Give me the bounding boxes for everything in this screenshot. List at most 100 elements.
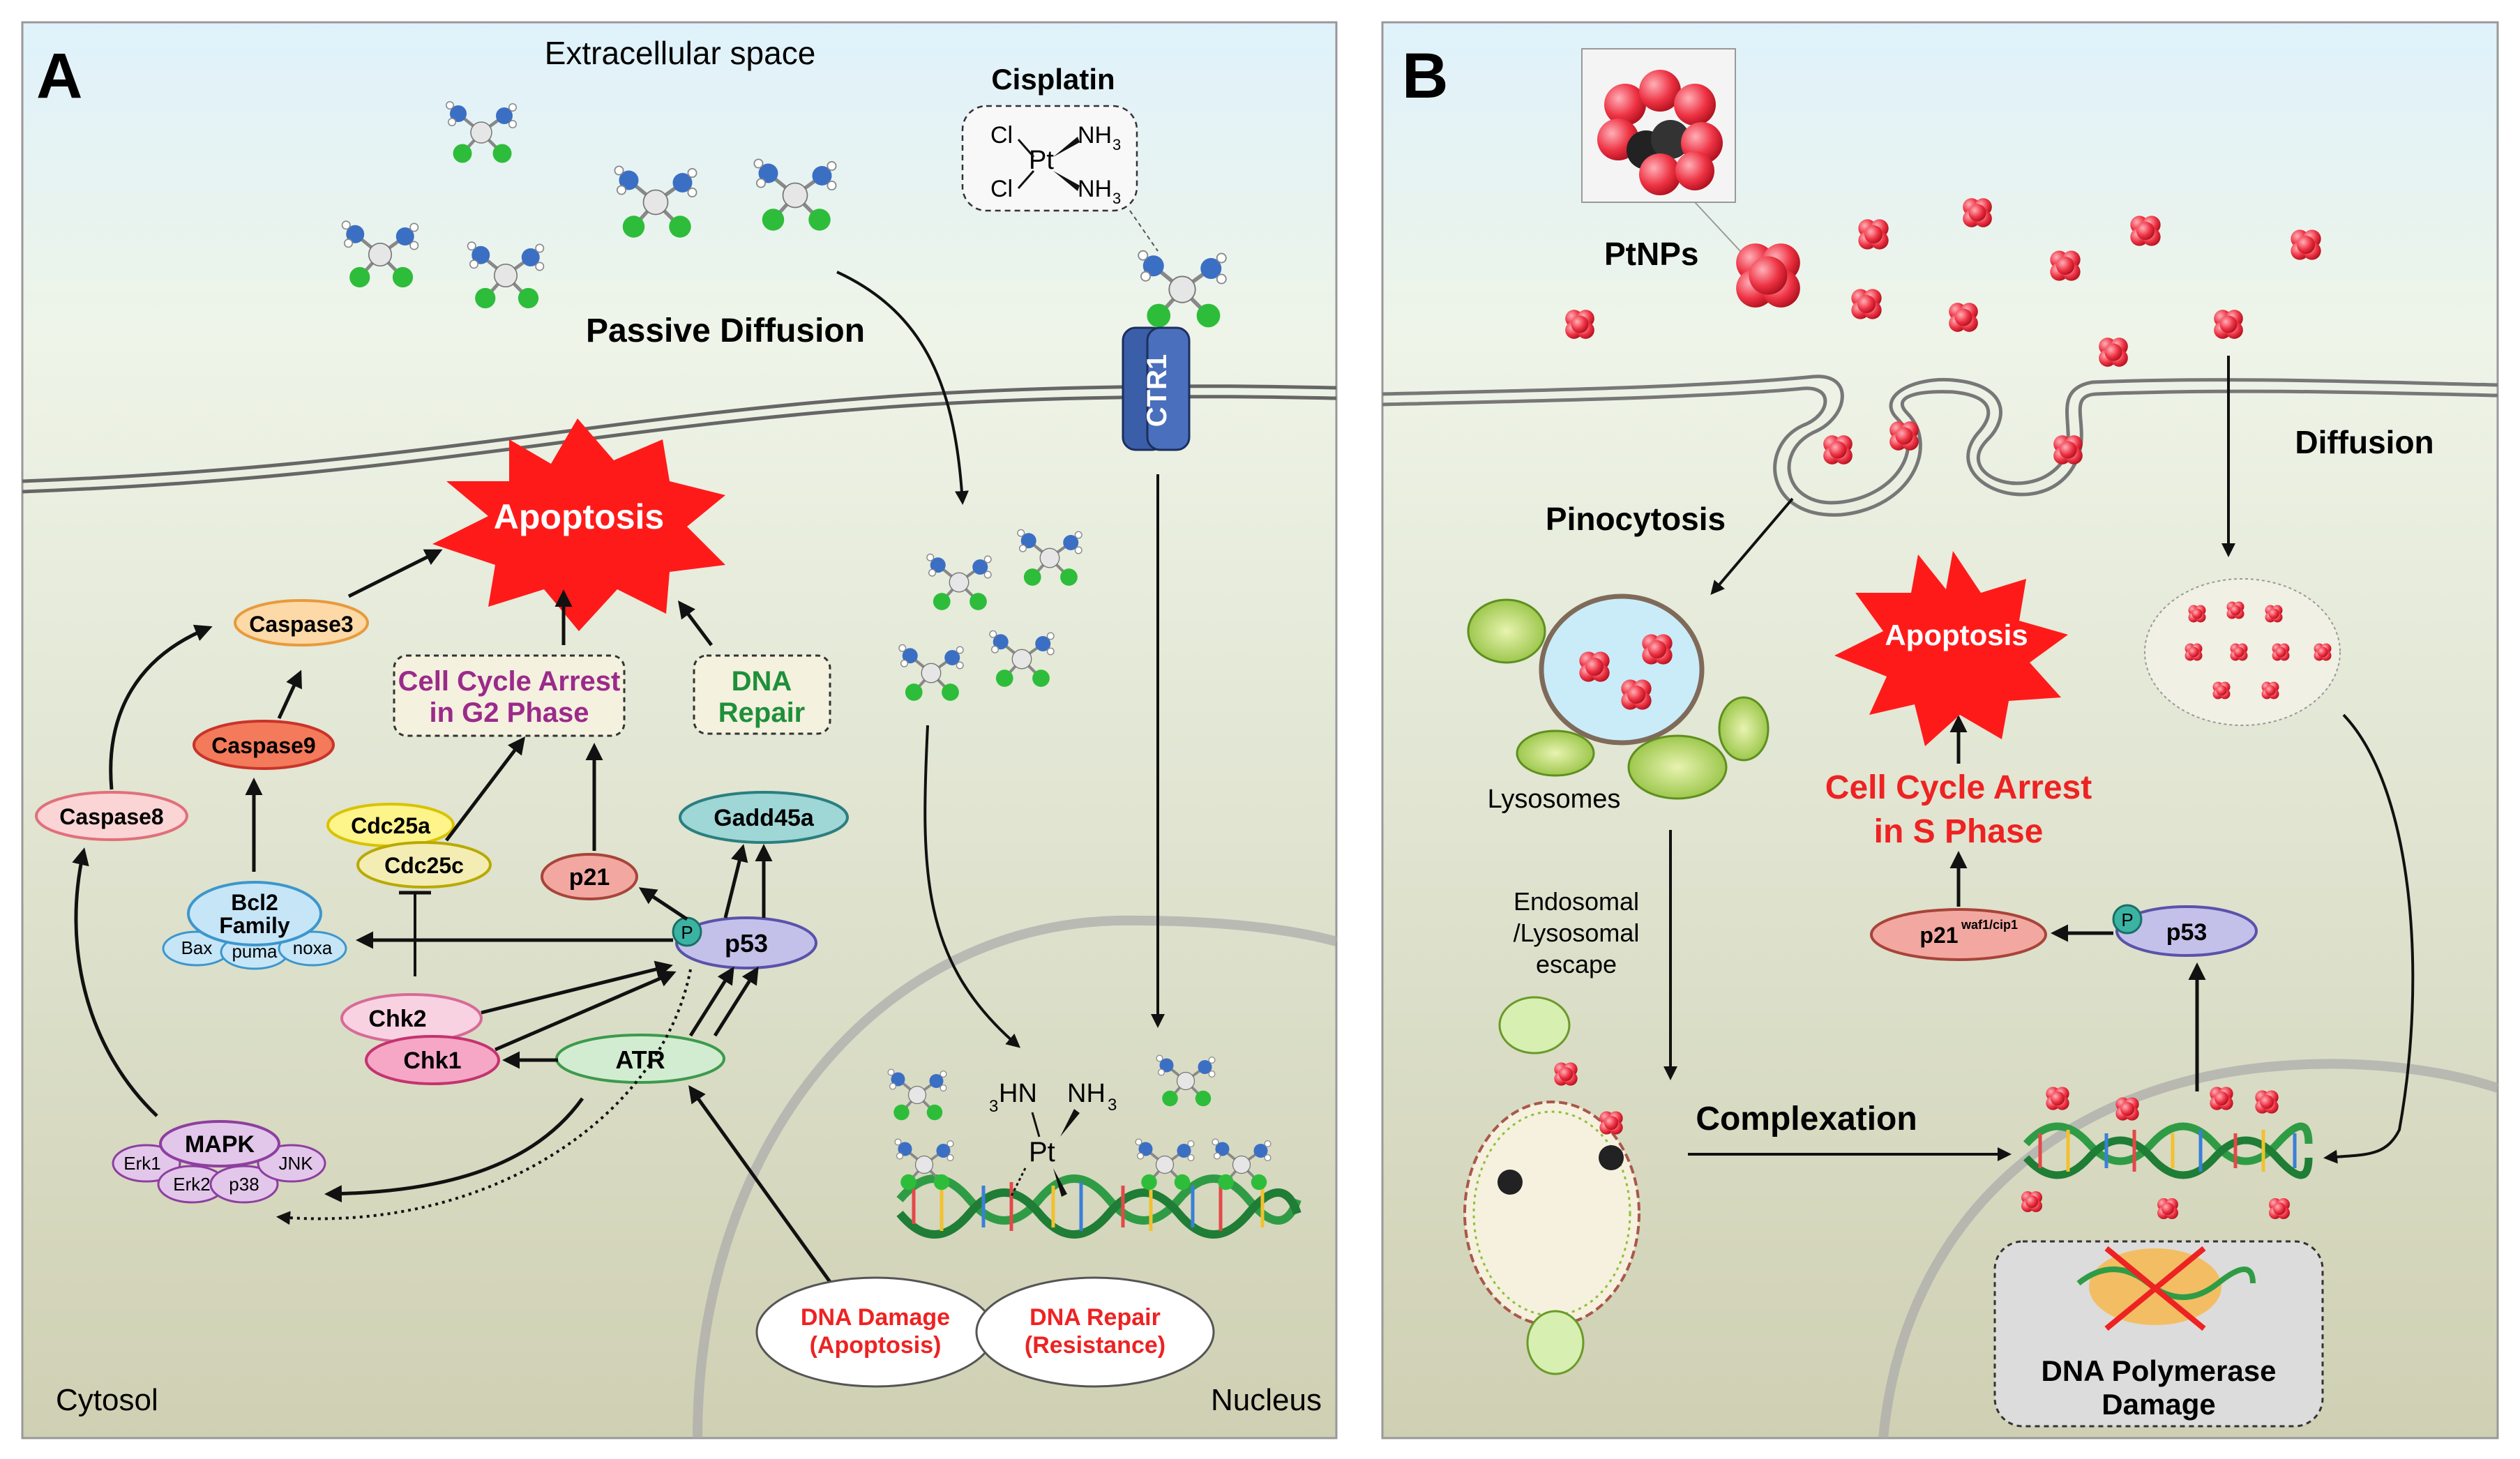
cytosol-to-nucleus-arrow: [923, 725, 1021, 1048]
p53-label-a: p53: [725, 929, 768, 958]
adduct-hn-sub: 3: [989, 1097, 998, 1116]
dna-damage-to-atr-arrow: [688, 1084, 836, 1288]
dna-resistance-line2: (Resistance): [1025, 1332, 1165, 1359]
nanoparticle-icon: [2021, 1191, 2042, 1212]
caspase9-to-caspase3-arrow: [277, 670, 302, 720]
nanoparticle-icon: [2255, 1090, 2279, 1114]
polymerase-damage-box: [1993, 1240, 2324, 1428]
lysosome: [1516, 730, 1595, 777]
caspase3-node: [234, 599, 369, 647]
ctr1-transporter: CTR1: [1122, 326, 1191, 451]
formula-cl-top: Cl: [990, 122, 1013, 149]
caspase8-label: Caspase8: [59, 804, 163, 829]
nanoparticle-icon: [1963, 198, 1992, 227]
chk1-label: Chk1: [403, 1048, 461, 1074]
s-phase-arrest-line2: in S Phase: [1874, 813, 2044, 850]
dna-resistance-line1: DNA Repair: [1029, 1304, 1161, 1331]
caspase3-to-apoptosis-arrow: [347, 549, 443, 598]
ptnp-cluster-zoom-icon: [1597, 70, 1723, 195]
extracellular-space-label: Extracellular space: [545, 35, 816, 71]
p21-node-b: [1870, 908, 2047, 961]
nanoparticle-icon: [2050, 250, 2081, 281]
chk1-to-p53-arrow: [495, 970, 677, 1052]
dna-damage-line2: (Apoptosis): [810, 1332, 942, 1359]
bcl2-label-line2: Family: [219, 913, 290, 938]
cell-cycle-arrest-g2-box: [393, 654, 626, 737]
repair-to-apoptosis-arrow: [678, 600, 713, 647]
cdc25a-label: Cdc25a: [351, 813, 430, 838]
callout-line: [1694, 202, 1741, 252]
phosphate-label-a: P: [681, 922, 693, 943]
dna-repair-box: [693, 654, 831, 735]
adduct-nh-sub: 3: [1108, 1096, 1117, 1114]
cdc25c-to-arrest-arrow: [445, 736, 526, 842]
ptnps-label: PtNPs: [1604, 236, 1698, 272]
phosphate-label-b: P: [2121, 909, 2133, 930]
atr-to-mapk-arrow: [324, 1097, 584, 1203]
nucleus-envelope: [693, 915, 1338, 1439]
cell-membrane-b-inner: [1382, 386, 2498, 517]
cell-membrane-b-outer: [1382, 375, 2498, 505]
nanoparticle-icon: [1565, 310, 1594, 339]
polymerase-line1: DNA Polymerase: [2042, 1354, 2277, 1387]
nanoparticle-icon: [1823, 435, 1853, 464]
nanoparticle-icon: [1949, 303, 1978, 332]
lysosome: [1718, 696, 1770, 762]
nanoparticle-icon: [2291, 229, 2321, 260]
formula-wedge: [1053, 137, 1080, 157]
p53-label-b: p53: [2166, 919, 2208, 946]
caspase8-to-caspase3-arrow: [109, 624, 213, 790]
nanoparticle-icon: [2130, 216, 2161, 246]
nucleus-label-a: Nucleus: [1211, 1383, 1322, 1417]
cytosol-label: Cytosol: [56, 1383, 158, 1417]
p21-label-a: p21: [569, 864, 610, 891]
callout-line: [1129, 210, 1159, 252]
chk1-node: [365, 1035, 500, 1085]
p38-label: p38: [229, 1174, 259, 1195]
polymerase-dna-icon: [2076, 1267, 2256, 1300]
lysosomes-label: Lysosomes: [1488, 785, 1621, 814]
pinocytosis-arrow: [1710, 497, 1794, 596]
noxa-label: noxa: [293, 937, 333, 958]
escape-line2: /Lysosomal: [1514, 919, 1640, 947]
cdc25c-node: [356, 841, 492, 889]
escape-line3: escape: [1536, 950, 1617, 978]
formula-cl-bottom: Cl: [990, 176, 1013, 202]
gadd45a-node: [679, 791, 849, 844]
p53-to-p21-arrow: [638, 887, 688, 921]
nanoparticle-icon: [2115, 1097, 2139, 1121]
formula-nh3-top: NH: [1078, 122, 1112, 149]
caspase9-label: Caspase9: [211, 733, 315, 758]
p21-node-a: [541, 853, 638, 900]
cisplatin-title: Cisplatin: [991, 63, 1115, 96]
formula-nh3-bottom-sub: 3: [1112, 190, 1121, 207]
mapk-to-caspase8-arrow: [72, 847, 158, 1117]
apoptosis-star: [432, 418, 725, 631]
dna-helix-b: [2023, 1122, 2313, 1179]
adduct-bond: [1031, 1112, 1041, 1137]
ctr1-label: CTR1: [1142, 354, 1172, 427]
bax-label: Bax: [181, 937, 213, 958]
escaping-vesicle: [1463, 996, 1640, 1375]
caspase9-node: [193, 720, 335, 770]
nanoparticle-icon: [2099, 338, 2128, 367]
pinocytosis-label: Pinocytosis: [1546, 501, 1726, 537]
nanoparticle-icon: [1851, 289, 1882, 319]
p21-label-b: p21: [1919, 923, 1958, 948]
adduct-wedge: [1060, 1109, 1080, 1137]
vesicle-to-dna-arrow: [2323, 713, 2415, 1164]
ptnp-cluster-icon: [1736, 243, 1800, 308]
apoptosis-star-b: [1834, 551, 2068, 746]
nanoparticle-icon: [1858, 219, 1889, 250]
panel-a-letter: A: [36, 40, 82, 112]
p53-node-b: [2115, 905, 2258, 957]
cell-membrane-inner: [22, 395, 1337, 494]
adduct-hn: HN: [999, 1079, 1037, 1108]
nanoparticle-icon: [2210, 1087, 2233, 1110]
dna-helix-a: [896, 1174, 1302, 1239]
mapk-label: MAPK: [185, 1131, 255, 1158]
chk2-to-p53-arrow: [481, 960, 673, 1015]
formula-wedge: [1053, 171, 1080, 191]
p53-to-gadd45a-arrow: [723, 844, 748, 919]
